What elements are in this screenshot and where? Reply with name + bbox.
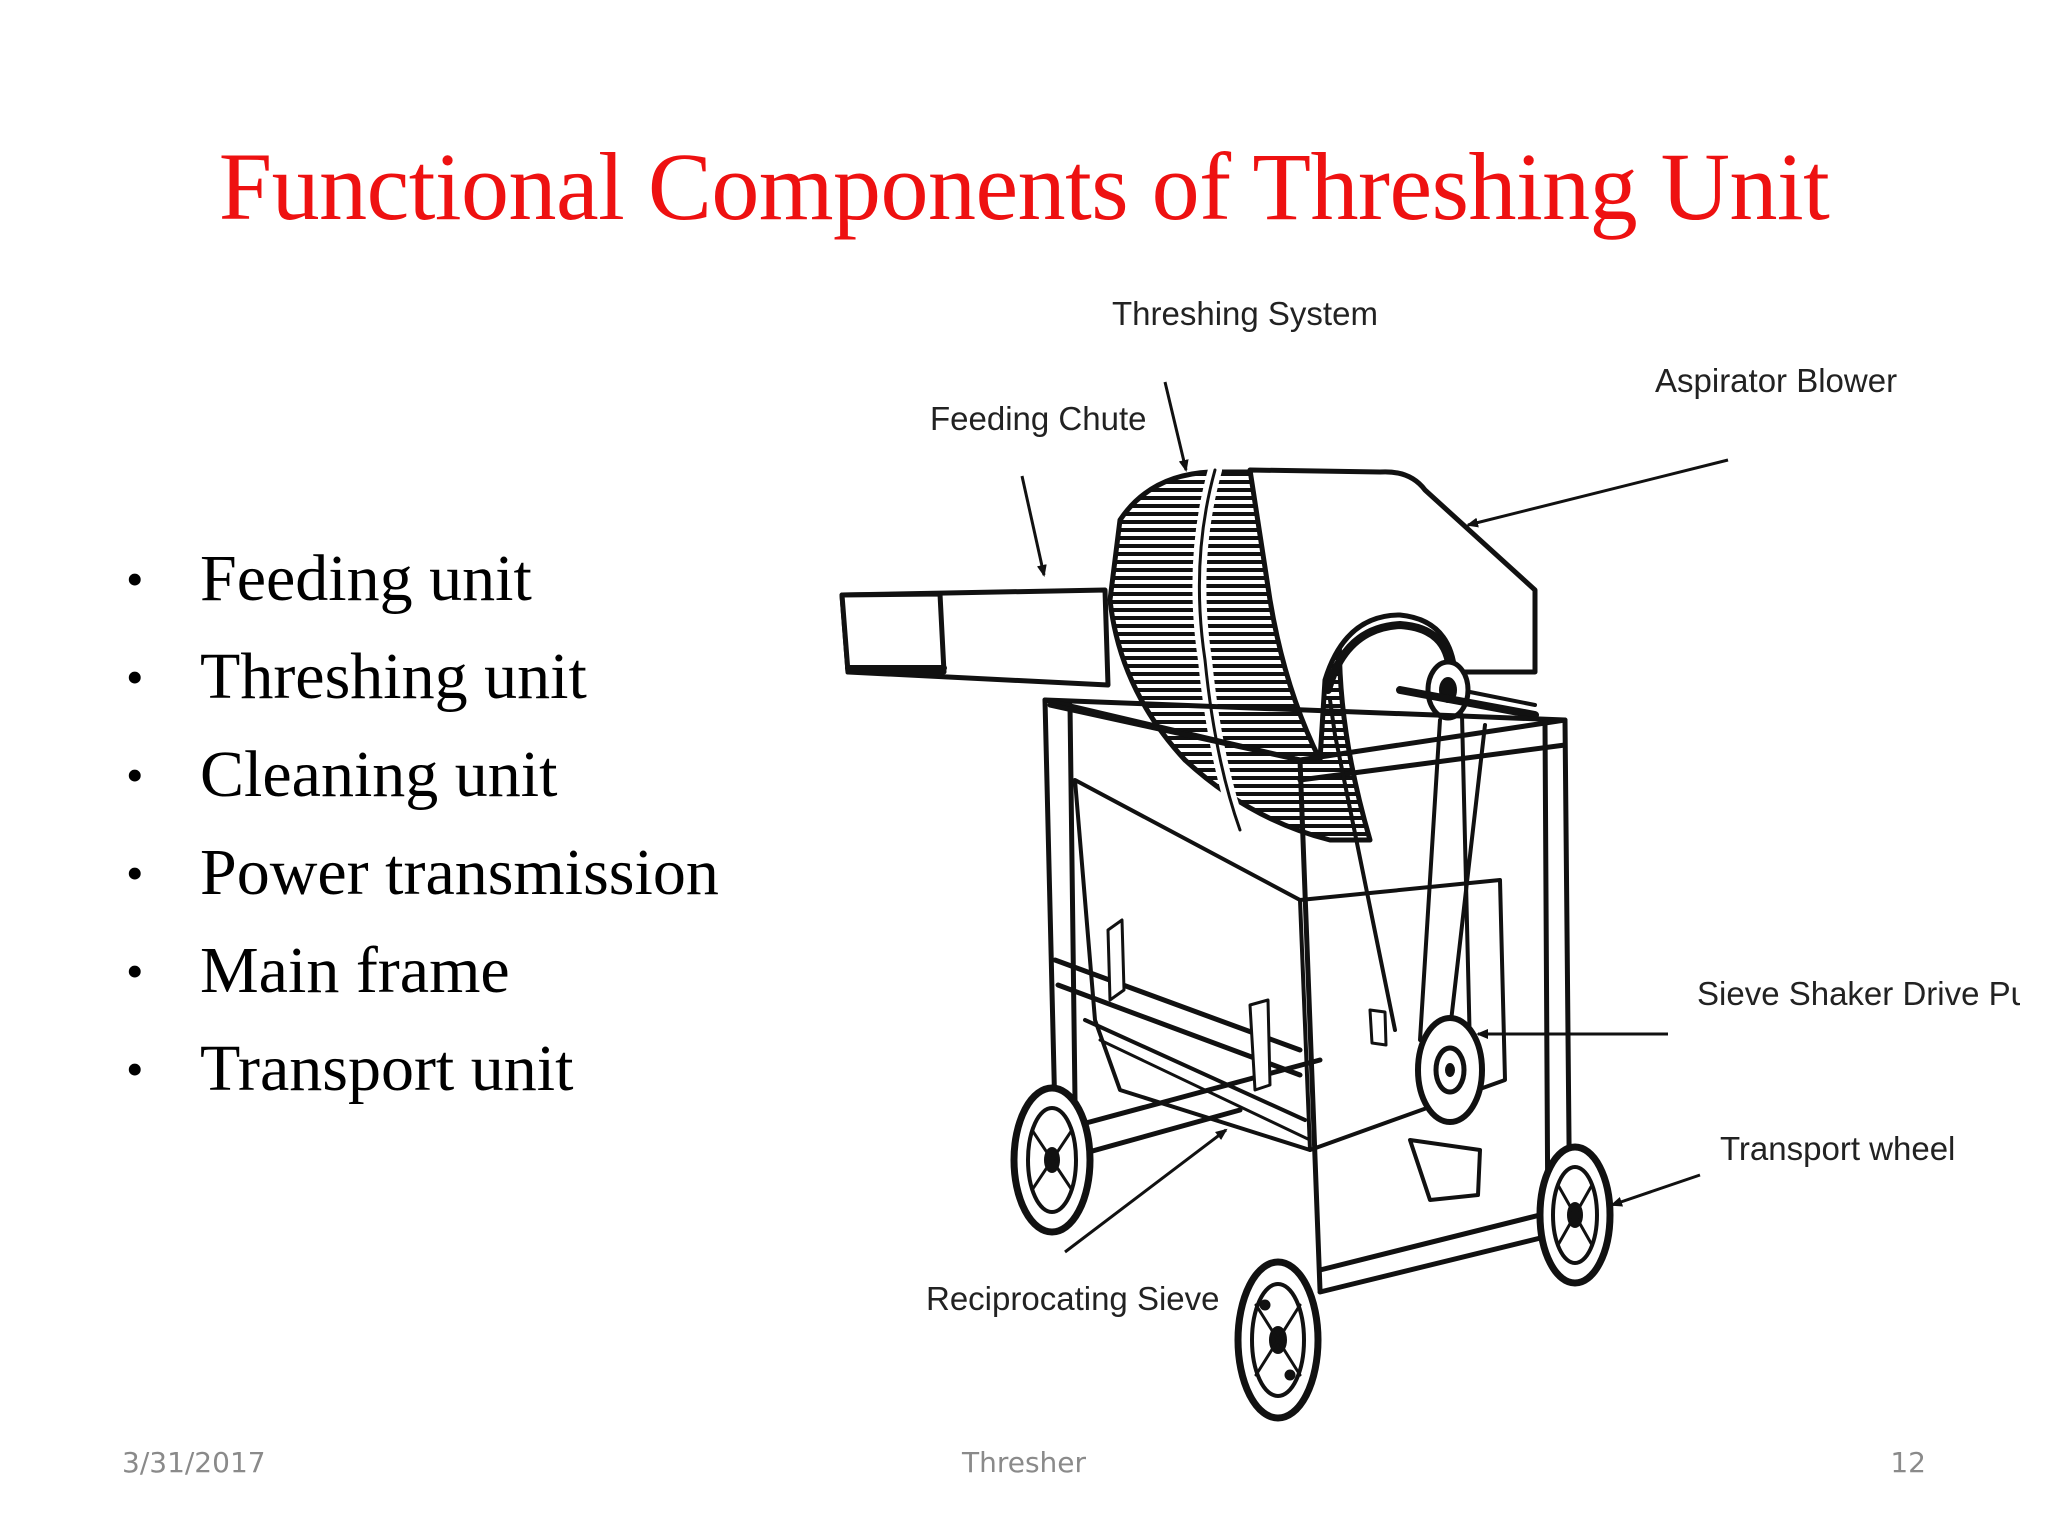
aspirator-blower-housing — [1247, 467, 1538, 763]
bullet-marker: • — [126, 943, 144, 999]
bullet-item: • Threshing unit — [120, 628, 719, 726]
transport-wheel-front — [1234, 1258, 1322, 1422]
bullet-item: • Feeding unit — [120, 530, 719, 628]
reciprocating-sieve-box — [1073, 778, 1312, 1152]
bullet-text: Main frame — [200, 934, 510, 1007]
thresher-diagram: Threshing System Aspirator Blower Feedin… — [839, 295, 2020, 1422]
transport-wheel-rear-right — [1536, 1143, 1614, 1287]
label-threshing-system: Threshing System — [1112, 295, 1378, 332]
page-number: 12 — [1890, 1446, 1926, 1479]
feeding-chute-mouth — [839, 591, 947, 675]
footer-date: 3/31/2017 — [122, 1446, 266, 1479]
label-feeding-chute: Feeding Chute — [930, 400, 1146, 437]
bullet-text: Cleaning unit — [200, 738, 558, 811]
bullet-text: Transport unit — [200, 1032, 574, 1105]
transport-wheel-rear-left — [1010, 1084, 1094, 1236]
slide-title: Functional Components of Threshing Unit — [218, 133, 1830, 240]
arrow-reciprocating-sieve — [1064, 1128, 1228, 1254]
pointer-arrows — [1020, 381, 1729, 1254]
arrow-threshing-system — [1163, 381, 1189, 472]
bullet-item: • Power transmission — [120, 824, 719, 922]
arrow-aspirator-blower — [1466, 458, 1729, 528]
arrow-transport-wheel — [1610, 1173, 1701, 1207]
bullet-list: • Feeding unit • Threshing unit • Cleaning … — [120, 530, 719, 1118]
bullet-item: • Transport unit — [120, 1020, 719, 1118]
bullet-marker: • — [126, 747, 144, 803]
label-aspirator-blower: Aspirator Blower — [1655, 362, 1897, 399]
bullet-item: • Main frame — [120, 922, 719, 1020]
thresher-machine — [839, 463, 1614, 1422]
bullet-item: • Cleaning unit — [120, 726, 719, 824]
bullet-marker: • — [126, 649, 144, 705]
arrow-feeding-chute — [1020, 475, 1047, 577]
bullet-marker: • — [126, 845, 144, 901]
label-transport-wheel: Transport wheel — [1720, 1130, 1955, 1167]
bullet-text: Power transmission — [200, 836, 719, 909]
bullet-marker: • — [126, 551, 144, 607]
footer-title: Thresher — [961, 1446, 1087, 1479]
bullet-marker: • — [126, 1041, 144, 1097]
drive-belt — [1328, 698, 1487, 1072]
main-frame — [1042, 697, 1573, 1295]
sieve-shaker-pulley — [1415, 1015, 1485, 1125]
bullet-text: Threshing unit — [200, 640, 587, 713]
label-sieve-shaker-drive-pulley: Sieve Shaker Drive Pulley — [1697, 975, 2020, 1012]
bullet-text: Feeding unit — [200, 542, 532, 615]
label-reciprocating-sieve: Reciprocating Sieve — [926, 1280, 1220, 1317]
